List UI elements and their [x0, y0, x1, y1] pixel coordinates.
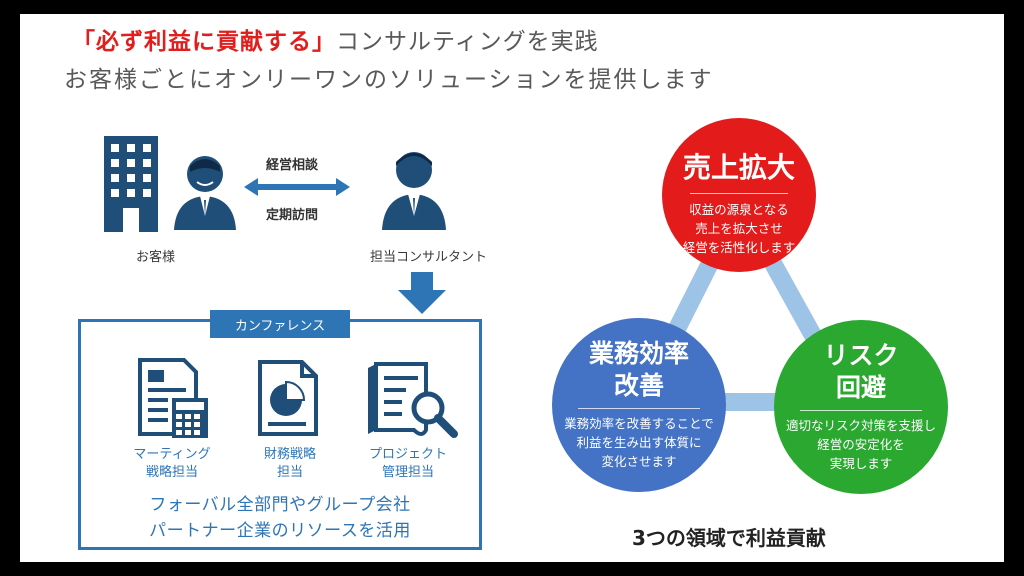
slide: 「必ず利益に貢献する」コンサルティングを実践 お客様ごとにオンリーワンのソリュー… [20, 14, 1004, 562]
area-efficiency-title-1: 業務効率 [588, 339, 689, 368]
headline: 「必ず利益に貢献する」コンサルティングを実践 [72, 22, 599, 56]
area-sales-desc-1: 収益の源泉となる [689, 202, 789, 217]
financial-pie-chart-icon [258, 360, 318, 436]
area-efficiency-desc-1: 業務効率を改善することで [564, 416, 714, 431]
area-efficiency-divider [578, 408, 700, 409]
building-icon [104, 136, 158, 232]
down-arrow-icon [398, 272, 446, 314]
subline: お客様ごとにオンリーワンのソリューションを提供します [64, 67, 714, 93]
two-way-arrow-icon [244, 178, 350, 196]
area-efficiency-desc-3: 変化させます [601, 454, 677, 469]
area-sales-title: 売上拡大 [682, 151, 795, 184]
client-label: お客様 [136, 250, 176, 265]
project-search-icon [368, 362, 458, 438]
area-risk-desc-2: 経営の安定化を [817, 437, 905, 452]
resource-line-2: パートナー企業のリソースを活用 [149, 521, 411, 541]
role-finance: 財務戦略 担当 [242, 446, 338, 482]
three-areas-caption: 3つの領域で利益貢献 [632, 526, 826, 550]
area-efficiency-desc-2: 利益を生み出す体質に [576, 435, 702, 450]
area-efficiency-title-2: 改善 [613, 371, 664, 400]
conference-tab: カンファレンス [210, 310, 350, 338]
headline-rest: コンサルティングを実践 [336, 29, 599, 55]
role-project-line2: 管理担当 [381, 465, 434, 480]
role-marketing: マーティング 戦略担当 [124, 446, 220, 482]
headline-accent: 「必ず利益に貢献する」 [72, 29, 336, 55]
area-risk-desc-1: 適切なリスク対策を支援し [785, 418, 936, 433]
area-risk-desc-3: 実現します [829, 456, 893, 471]
marketing-calculator-icon [138, 358, 208, 438]
area-risk-title-2: 回避 [835, 373, 886, 402]
client-person-icon [174, 156, 236, 230]
resource-line-1: フォーバル全部門やグループ会社 [149, 495, 411, 515]
role-project: プロジェクト 管理担当 [360, 446, 456, 482]
role-finance-line1: 財務戦略 [263, 447, 316, 462]
regular-visit-label: 定期訪問 [266, 208, 319, 223]
consultant-label: 担当コンサルタント [370, 250, 488, 265]
connector-triangle [625, 184, 866, 411]
area-risk-desc: 適切なリスク対策を支援し 経営の安定化を 実現します [774, 416, 948, 473]
area-sales-desc: 収益の源泉となる 売上を拡大させ 経営を活性化します [662, 200, 816, 257]
role-marketing-line2: 戦略担当 [145, 465, 198, 480]
role-finance-line2: 担当 [276, 465, 303, 480]
role-marketing-line1: マーティング [133, 447, 211, 462]
area-efficiency-desc: 業務効率を改善することで 利益を生み出す体質に 変化させます [552, 414, 726, 471]
area-risk-title-1: リスク [823, 341, 899, 370]
area-sales-desc-2: 売上を拡大させ [695, 221, 783, 236]
area-sales-divider [690, 193, 788, 194]
area-sales-circle: 売上拡大 収益の源泉となる 売上を拡大させ 経営を活性化します [662, 118, 816, 272]
consultant-person-icon [382, 152, 446, 230]
consultation-label: 経営相談 [266, 158, 319, 173]
area-sales-desc-3: 経営を活性化します [682, 240, 796, 255]
area-efficiency-circle: 業務効率 改善 業務効率を改善することで 利益を生み出す体質に 変化させます [552, 318, 726, 492]
role-project-line1: プロジェクト [368, 447, 447, 462]
area-risk-title: リスク 回避 [774, 340, 948, 404]
area-risk-divider [800, 410, 922, 411]
area-risk-circle: リスク 回避 適切なリスク対策を支援し 経営の安定化を 実現します [774, 320, 948, 494]
area-efficiency-title: 業務効率 改善 [552, 338, 726, 402]
